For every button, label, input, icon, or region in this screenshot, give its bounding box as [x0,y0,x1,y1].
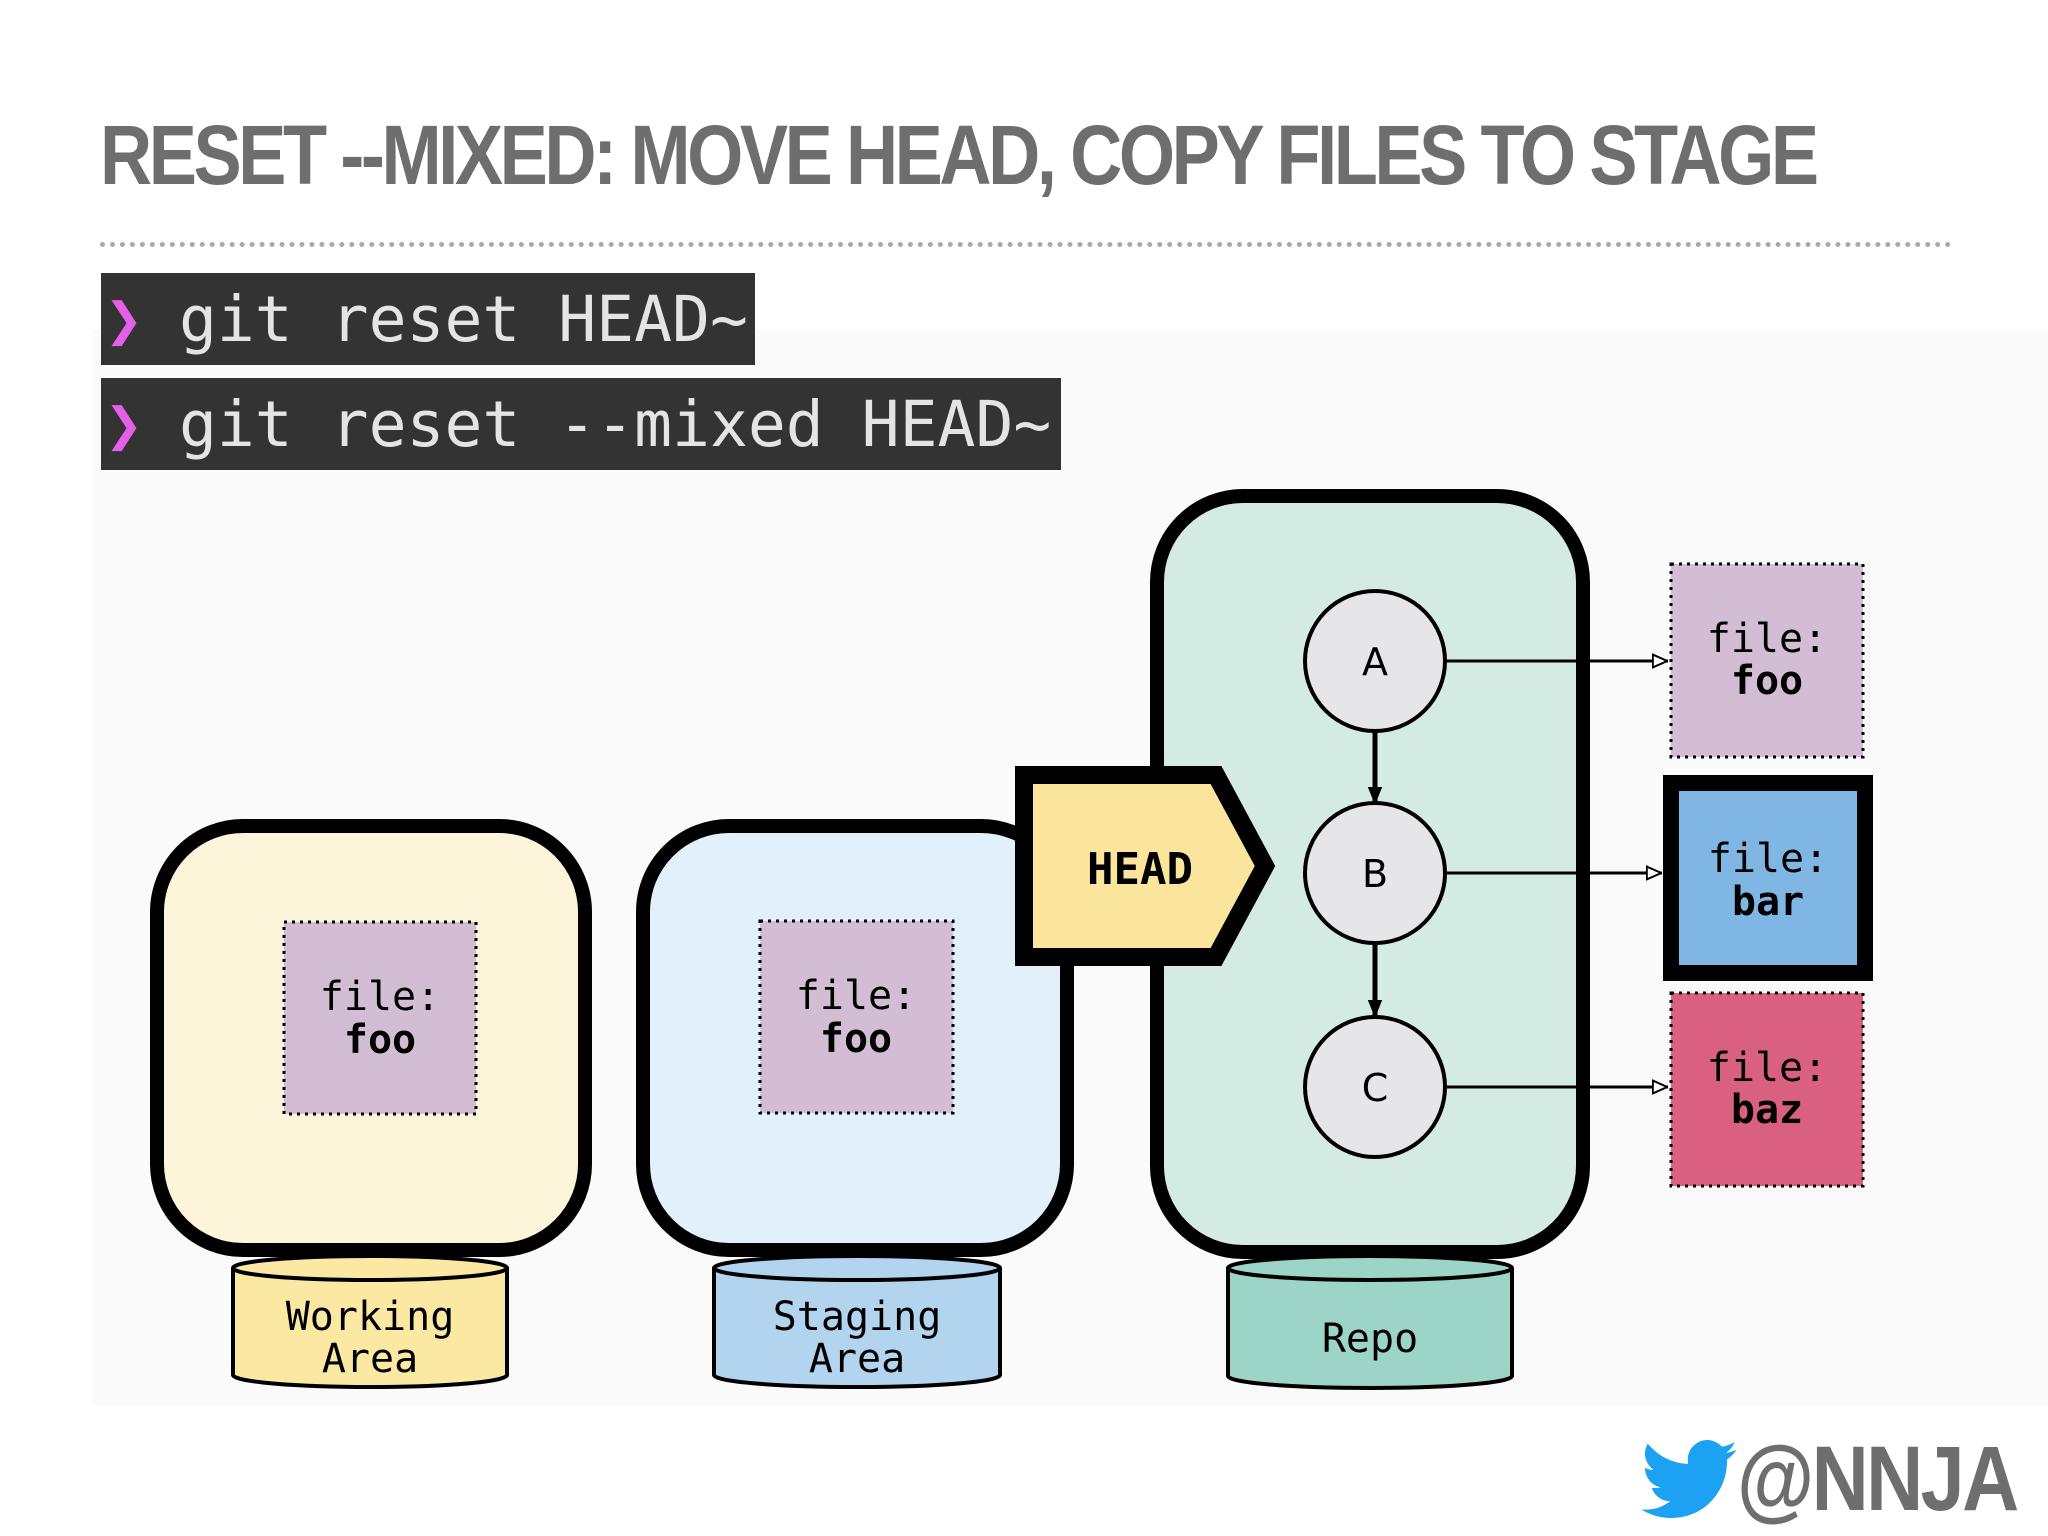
commit-label: C [1362,1066,1389,1110]
cylinder-base [712,1268,1002,1389]
commit-a: A [1303,589,1447,733]
area-label-line2: Area [322,1336,418,1382]
staging-area-base: Staging Area [712,1254,1002,1389]
area-label-line1: Working [286,1294,455,1340]
file-label: file: [320,974,440,1020]
commit-node [1303,801,1447,945]
command-text: git reset --mixed HEAD~ [178,387,1052,461]
prompt-icon: ❯ [105,387,143,461]
file-card [282,920,478,1116]
cylinder-base [1226,1268,1514,1390]
file-baz: file: baz [1669,991,1865,1188]
cylinder-top [712,1254,1002,1282]
area-label-line2: Area [809,1336,905,1382]
repo-base: Repo [1226,1254,1514,1390]
file-card [758,919,955,1115]
area-label-line1: Staging [773,1294,942,1340]
file-name: bar [1732,879,1804,925]
file-name: foo [1731,658,1803,704]
file-card [1669,991,1865,1188]
file-label: file: [796,973,916,1019]
command-line-1: ❯ git reset HEAD~ [101,273,755,365]
file-label: file: [1707,616,1827,662]
twitter-handle: @NNJA [1640,1427,2022,1532]
file-label: file: [1708,836,1828,882]
commit-c: C [1303,1015,1447,1159]
file-label: file: [1707,1045,1827,1091]
file-bar: file: bar [1663,775,1873,981]
area-label: Repo [1322,1316,1418,1362]
working-area-file: file: foo [282,920,478,1116]
command-text: git reset HEAD~ [178,282,748,356]
commit-label: A [1362,640,1388,684]
file-name: foo [344,1017,416,1063]
head-label: HEAD [1087,844,1193,895]
file-foo: file: foo [1669,562,1865,759]
cylinder-top [1226,1254,1514,1282]
handle-text: @NNJA [1736,1428,2019,1530]
working-area: file: foo Working Area [150,819,592,1389]
file-card [1669,562,1865,759]
file-card [1663,775,1873,981]
commit-node [1303,1015,1447,1159]
staging-area: file: foo Staging Area [636,819,1074,1389]
head-pointer: HEAD [1015,766,1276,966]
slide-title: RESET --MIXED: MOVE HEAD, COPY FILES TO … [100,108,1819,202]
commit-b: B [1303,801,1447,945]
title-divider [100,242,1952,247]
cylinder-top [231,1254,509,1282]
working-area-base: Working Area [231,1254,509,1389]
commit-node [1303,589,1447,733]
prompt-icon: ❯ [105,282,143,356]
file-name: baz [1731,1087,1803,1133]
commit-label: B [1362,852,1388,896]
file-name: foo [820,1016,892,1062]
command-line-2: ❯ git reset --mixed HEAD~ [101,378,1061,470]
head-tag [1015,766,1276,966]
staging-area-file: file: foo [758,919,955,1115]
twitter-bird-icon [1640,1439,1737,1518]
cylinder-base [231,1268,509,1389]
